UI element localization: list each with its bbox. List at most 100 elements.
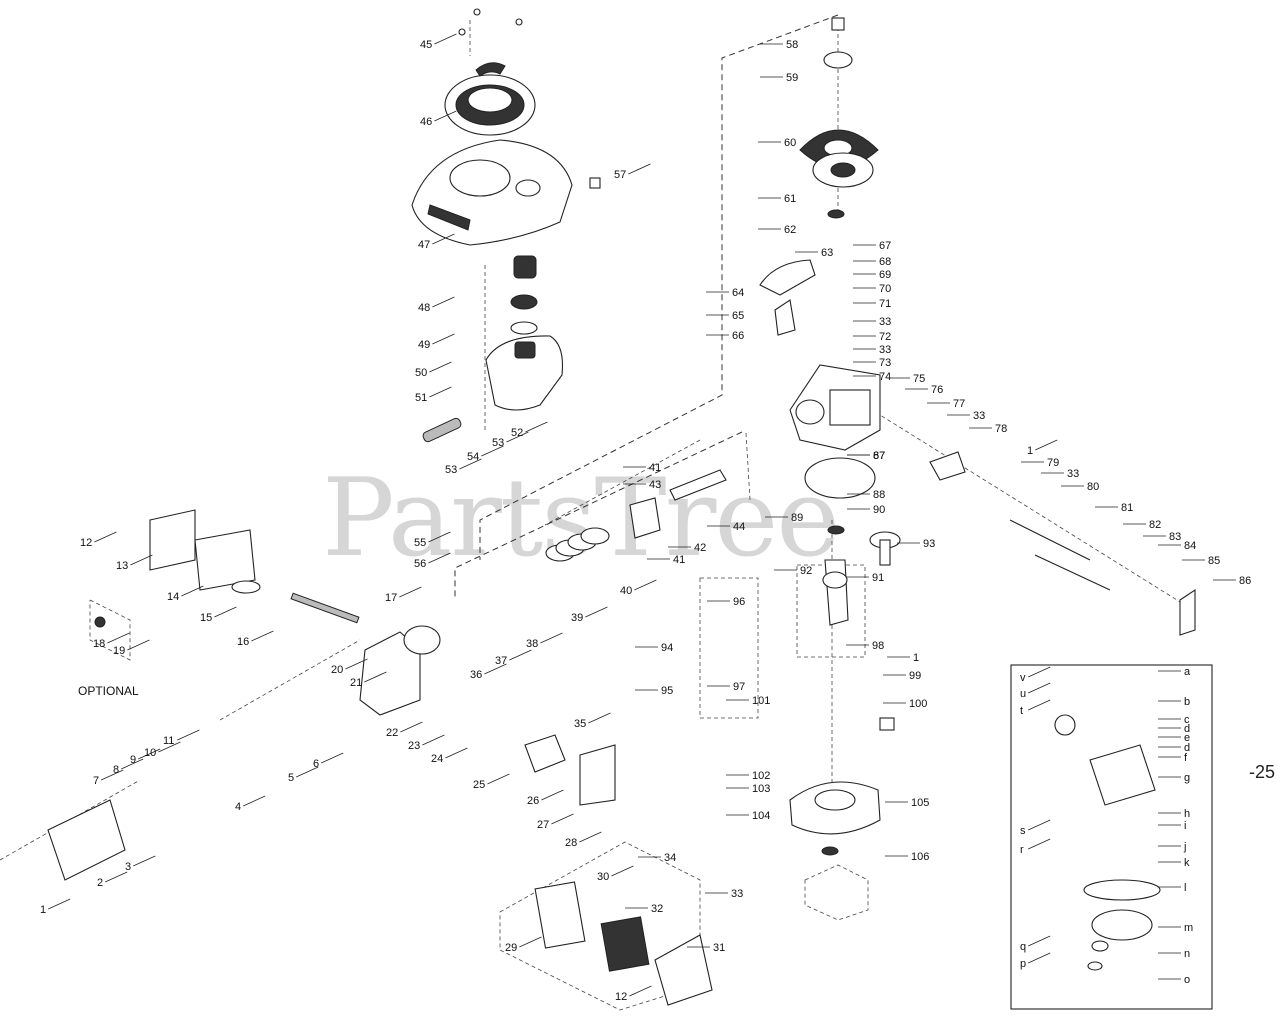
- part-callout: 46: [420, 110, 457, 128]
- part-number-label: 61: [784, 193, 796, 205]
- leader-line: [428, 531, 451, 543]
- part-number-label: 6: [313, 758, 319, 770]
- part-number-label: 81: [1121, 502, 1133, 514]
- part-callout: 41: [623, 462, 661, 474]
- part-number-label: a: [1184, 666, 1191, 678]
- air-filter-assembly: [47, 734, 713, 1006]
- leader-line: [345, 658, 368, 670]
- part-number-label: q: [1020, 941, 1026, 953]
- part-callout: l: [1158, 882, 1186, 894]
- part-callout: 91: [846, 572, 884, 584]
- part-number-label: 53: [445, 464, 457, 476]
- part-number-label: 48: [418, 302, 430, 314]
- part-number-label: 67: [873, 450, 885, 462]
- part-callout: q: [1020, 935, 1051, 953]
- part-number-label: 14: [167, 591, 179, 603]
- part-number-label: 75: [913, 373, 925, 385]
- part-callout: 101: [726, 695, 770, 707]
- part-callout: 2: [97, 871, 128, 889]
- part-number-label: 33: [879, 316, 891, 328]
- part-callout: 7: [93, 769, 124, 787]
- part-number-label: u: [1020, 688, 1026, 700]
- leader-line: [429, 361, 452, 373]
- part-callout: i: [1158, 820, 1186, 832]
- leader-line: [251, 630, 274, 642]
- part-callout: 96: [707, 596, 745, 608]
- part-callout: d: [1158, 723, 1190, 735]
- part-callout: 33: [1041, 468, 1079, 480]
- leader-line: [422, 734, 445, 746]
- leader-line: [1028, 952, 1051, 964]
- part-number-label: 97: [733, 681, 745, 693]
- part-number-label: 28: [565, 837, 577, 849]
- leader-line: [541, 789, 564, 801]
- part-callout: 60: [758, 137, 796, 149]
- part-callout: 25: [473, 773, 510, 791]
- part-callout: f: [1158, 752, 1188, 764]
- leader-line: [181, 585, 204, 597]
- leader-line: [1035, 439, 1058, 451]
- part-callout: 90: [847, 504, 885, 516]
- part-number-label: 92: [800, 565, 812, 577]
- part-number-label: 98: [872, 640, 884, 652]
- part-callout: 22: [386, 721, 423, 739]
- part-number-label: 33: [973, 410, 985, 422]
- part-number-label: 41: [649, 462, 661, 474]
- part-callout: 29: [505, 936, 542, 954]
- part-number-label: 104: [752, 810, 770, 822]
- part-number-label: 43: [649, 479, 661, 491]
- leader-line: [1028, 935, 1051, 947]
- part-number-label: 21: [350, 677, 362, 689]
- part-number-label: 34: [664, 852, 676, 864]
- part-callout: 87: [847, 450, 885, 462]
- part-number-label: p: [1020, 958, 1026, 970]
- part-number-label: g: [1184, 772, 1190, 784]
- part-number-label: m: [1184, 922, 1193, 934]
- part-callout: 98: [846, 640, 884, 652]
- part-callout: 40: [620, 579, 657, 597]
- leader-line: [133, 855, 156, 867]
- part-callout: c: [1158, 714, 1190, 726]
- part-callout: 30: [597, 865, 634, 883]
- flywheel-stack: [799, 17, 879, 219]
- part-callout: 68: [853, 256, 891, 268]
- leader-line: [48, 898, 71, 910]
- leader-line: [1028, 819, 1051, 831]
- part-number-label: 86: [1239, 575, 1251, 587]
- part-number-label: e: [1184, 732, 1190, 744]
- part-number-label: 15: [200, 612, 212, 624]
- part-callout: 80: [1061, 481, 1099, 493]
- leader-line: [107, 632, 130, 644]
- leader-line: [1028, 666, 1051, 678]
- part-callout: 73: [853, 357, 891, 369]
- part-number-label: 12: [615, 991, 627, 1003]
- part-callout: 72: [853, 331, 891, 343]
- leader-line: [629, 985, 652, 997]
- part-number-label: 78: [995, 423, 1007, 435]
- leader-line: [121, 758, 144, 770]
- part-callout: 105: [885, 797, 929, 809]
- part-callout: 12: [80, 531, 117, 549]
- part-number-label: 72: [879, 331, 891, 343]
- part-number-label: 11: [163, 735, 174, 747]
- part-number-label: 106: [911, 851, 929, 863]
- part-callout: 48: [418, 296, 455, 314]
- part-callout: v: [1020, 666, 1051, 684]
- leader-line: [214, 606, 237, 618]
- part-number-label: 102: [752, 770, 770, 782]
- part-number-label: 4: [235, 801, 241, 813]
- leader-line: [585, 606, 608, 618]
- part-number-label: 88: [873, 489, 885, 501]
- part-number-label: 105: [911, 797, 929, 809]
- part-number-label: 32: [651, 903, 663, 915]
- part-callout: 77: [927, 398, 965, 410]
- part-number-label: 79: [1047, 457, 1059, 469]
- leader-line: [101, 769, 124, 781]
- part-number-label: 40: [620, 585, 632, 597]
- part-callout: 8: [113, 758, 144, 776]
- part-callout: 14: [167, 585, 204, 603]
- part-number-label: 93: [923, 538, 935, 550]
- part-number-label: 29: [505, 942, 517, 954]
- leader-line: [177, 729, 200, 741]
